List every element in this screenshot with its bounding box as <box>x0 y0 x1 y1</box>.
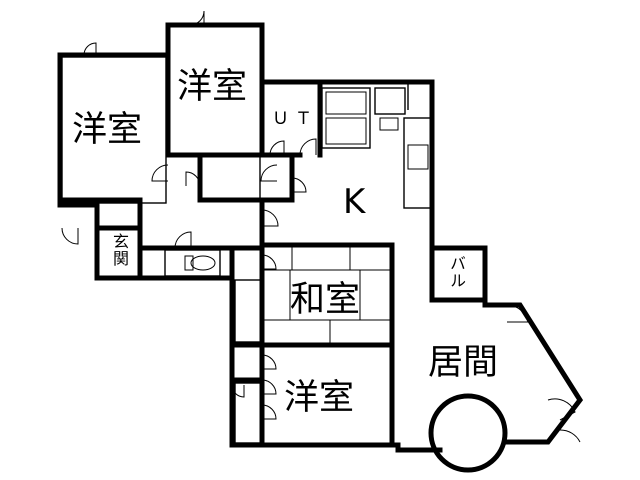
bay-window <box>428 302 584 473</box>
room-label-kitchen: K <box>343 182 366 222</box>
door-swings <box>61 10 581 443</box>
room-label-living: 居間 <box>428 343 499 383</box>
room-label-western-top: 洋室 <box>177 67 248 107</box>
fixtures <box>61 56 433 444</box>
room-label-western-left: 洋室 <box>72 110 143 150</box>
room-label-japanese: 和室 <box>290 280 361 320</box>
room-label-utility: ＵＴ <box>272 109 318 129</box>
room-label-western-bottom: 洋室 <box>284 378 355 418</box>
room-label-balcony: バル <box>447 255 466 289</box>
room-label-entrance: 玄関 <box>110 233 129 267</box>
